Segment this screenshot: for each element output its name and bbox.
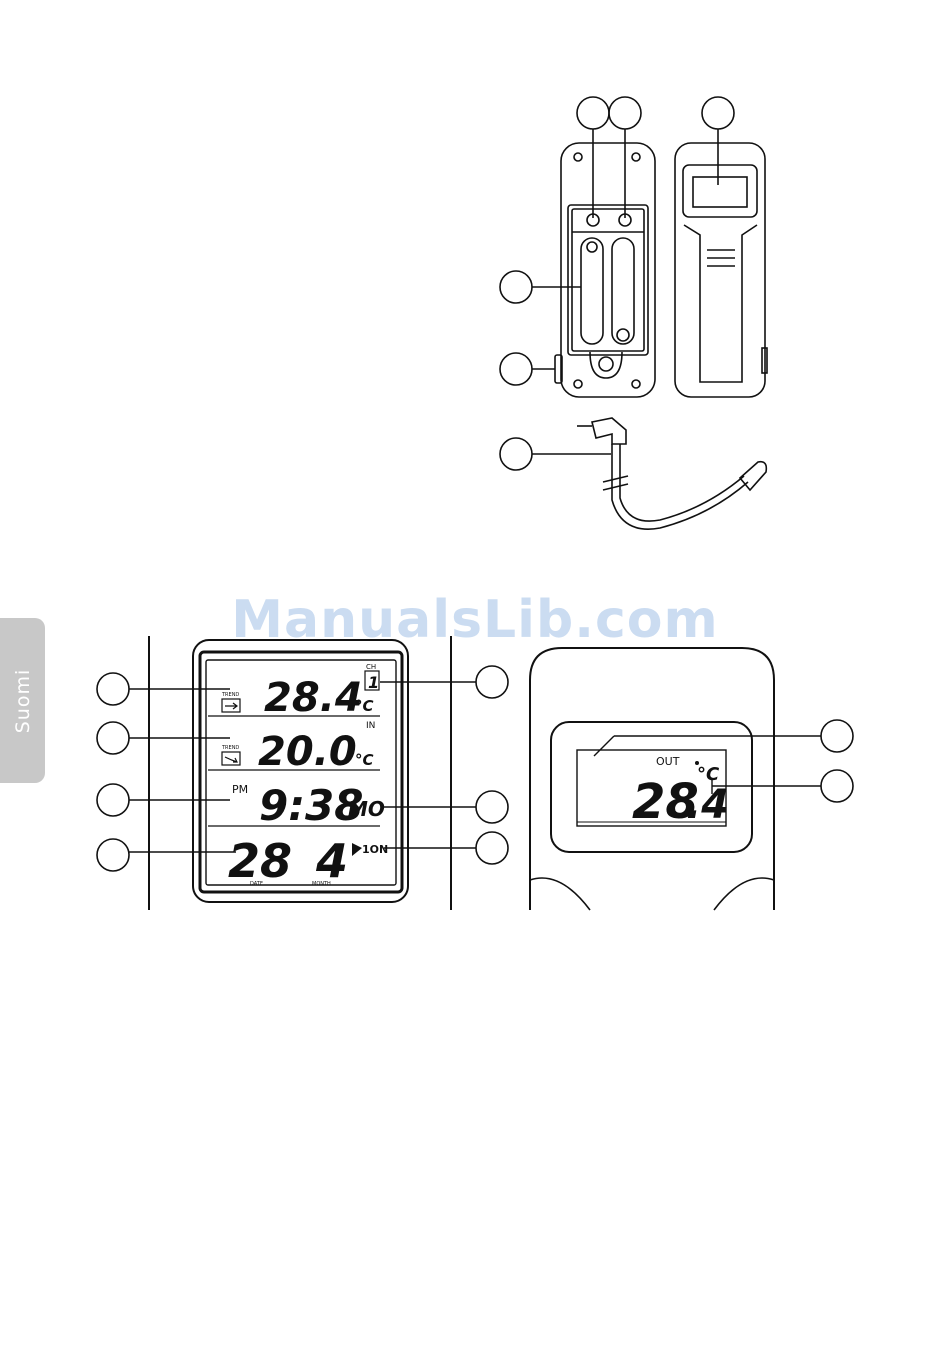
temperature-unit: °C: [355, 697, 374, 715]
callout-circle: [97, 839, 129, 871]
temperature-unit: °C: [697, 764, 720, 785]
alarm-bell-icon: [352, 843, 362, 856]
ampm-indicator: PM: [232, 783, 248, 796]
weekday: MO: [348, 797, 385, 821]
callout-circle: [97, 784, 129, 816]
trend-label: TREND: [221, 745, 239, 751]
calendar-month: 4: [315, 834, 348, 888]
outdoor-temperature-decimal: .4: [686, 782, 729, 828]
calendar-date: 28: [228, 834, 292, 888]
date-label: DATE: [250, 881, 263, 887]
callout-circle: [97, 673, 129, 705]
callout-circle: [476, 666, 508, 698]
callout-circle: [97, 722, 129, 754]
watermark: ManualsLib.com: [0, 590, 950, 650]
indoor-temperature: 20.0: [258, 729, 357, 775]
language-tab: Suomi: [0, 618, 45, 783]
callout-circle: [821, 720, 853, 752]
display-illustration: TREND 28.4 °C CH 1 TREND 20.0 IN °C PM 9…: [0, 0, 950, 920]
month-label: MONTH: [312, 881, 331, 887]
callout-circle: [821, 770, 853, 802]
language-tab-label: Suomi: [12, 668, 34, 733]
alarm-status: 1ON: [362, 843, 388, 856]
temperature-unit: °C: [355, 751, 374, 769]
outdoor-channel-temperature: 28.4: [264, 675, 363, 721]
indoor-label: IN: [366, 721, 375, 731]
callout-circle: [476, 832, 508, 864]
outdoor-label: OUT: [656, 755, 680, 768]
trend-arrow-icon: [222, 752, 240, 765]
callout-circle: [476, 791, 508, 823]
channel-label: CH: [366, 663, 376, 671]
channel-number: 1: [368, 673, 379, 692]
trend-label: TREND: [221, 692, 239, 698]
